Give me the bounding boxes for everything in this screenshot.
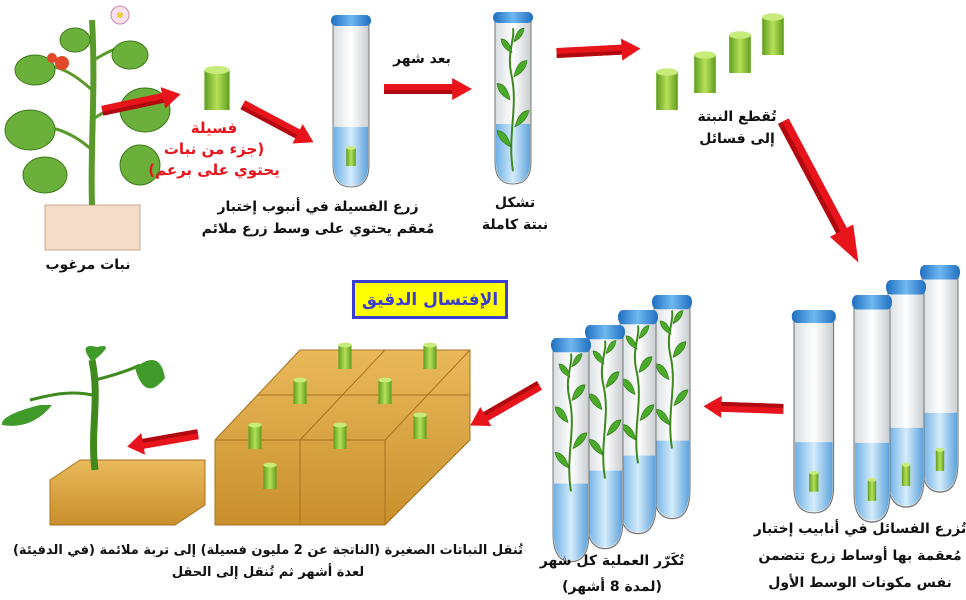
- cutting-line: يحتوي على برعم): [148, 161, 280, 179]
- label-line: إلى فسائل: [699, 131, 775, 147]
- cutting-image: [204, 66, 230, 110]
- label-line: تُزرع الفسائل في أنابيب إختبار: [753, 521, 966, 537]
- arrow-left: [703, 395, 784, 420]
- label-line: تُكَرّر العملية كل شهر: [539, 553, 685, 569]
- transfer-label: تُنقل النباتات الصغيرة (الناتجة عن 2 ملي…: [13, 540, 523, 584]
- test-tubes-with-cuttings: [791, 264, 961, 523]
- label-line: لعدة أشهر ثم تُنقل إلى الحقل: [171, 565, 365, 580]
- cutting-line: فسيلة: [190, 119, 238, 137]
- label-line: تُقطع النبتة: [697, 109, 777, 125]
- cutting-label: فسيلة (جزء من نبات يحتوي على برعم): [148, 118, 280, 181]
- repeat-label: تُكَرّر العملية كل شهر (لمدة 8 أشهر): [540, 548, 684, 600]
- final-plant-in-soil: [1, 346, 206, 526]
- label-line: تشكل: [494, 195, 536, 211]
- cut-plantlet-label: تُقطع النبتة إلى فسائل: [697, 106, 776, 150]
- arrow-right: [556, 37, 642, 64]
- arrow-left: [125, 423, 200, 458]
- full-plantlet-label: تشكل نبتة كاملة: [482, 192, 548, 236]
- desired-plant-label: نبات مرغوب: [45, 257, 131, 273]
- desired-plant-image: [4, 5, 171, 251]
- plant-in-tube-label: زرع الفسيلة في أنبوب إختبار مُعقم يحتوي …: [202, 196, 435, 240]
- arrow-left: [464, 375, 545, 435]
- label-line: مُعقم يحتوي على وسط زرع ملائم: [201, 221, 435, 237]
- after-month-label: بعد شهر: [393, 51, 451, 67]
- label-line: زرع الفسيلة في أنبوب إختبار: [217, 199, 419, 215]
- test-tube-with-plantlet: [492, 11, 534, 185]
- label-line: مُعقمة بها أوساط زرع تتضمن: [758, 548, 962, 564]
- soil-blocks-with-plantlets: [214, 342, 471, 526]
- cuttings-image: [656, 13, 784, 110]
- test-tubes-with-plantlets: [550, 294, 693, 563]
- label-line: (لمدة 8 أشهر): [562, 579, 662, 595]
- cutting-line: (جزء من نبات: [163, 140, 265, 158]
- title-box: الإفتسال الدقيق: [352, 280, 508, 319]
- arrow-down: [771, 115, 871, 269]
- arrow-right: [384, 78, 472, 100]
- page-title: الإفتسال الدقيق: [361, 289, 499, 310]
- label-line: تُنقل النباتات الصغيرة (الناتجة عن 2 ملي…: [12, 543, 524, 558]
- label-line: نفس مكونات الوسط الأول: [768, 575, 952, 591]
- test-tube: [330, 14, 372, 188]
- label-line: نبتة كاملة: [481, 217, 549, 233]
- replant-tubes-label: تُزرع الفسائل في أنابيب إختبار مُعقمة به…: [754, 516, 966, 597]
